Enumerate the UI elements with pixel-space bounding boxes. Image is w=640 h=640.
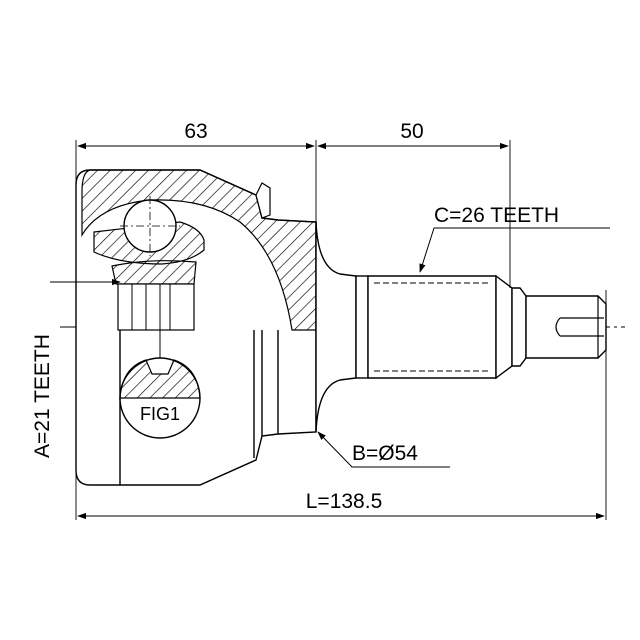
cotter-pin-hole	[555, 317, 604, 337]
dim-label-50: 50	[400, 120, 423, 143]
inner-race-lower	[111, 260, 197, 285]
callout-b-diameter: B=Ø54	[352, 442, 418, 465]
leader-b-diameter	[317, 431, 450, 468]
housing-section-hatch	[81, 169, 317, 331]
stub-shaft	[315, 221, 607, 433]
fig1-detail	[119, 357, 201, 439]
callout-c-teeth: C=26 TEETH	[434, 204, 559, 227]
outer-housing	[75, 169, 317, 486]
housing-flange-notch	[255, 182, 271, 219]
dim-label-63: 63	[184, 120, 207, 143]
fig1-label: FIG1	[140, 404, 180, 424]
leader-c-teeth	[419, 227, 610, 273]
inner-hub-spline	[117, 283, 195, 331]
dim-label-total-length: L=138.5	[306, 490, 383, 513]
callout-a-teeth: A=21 TEETH	[31, 334, 54, 458]
